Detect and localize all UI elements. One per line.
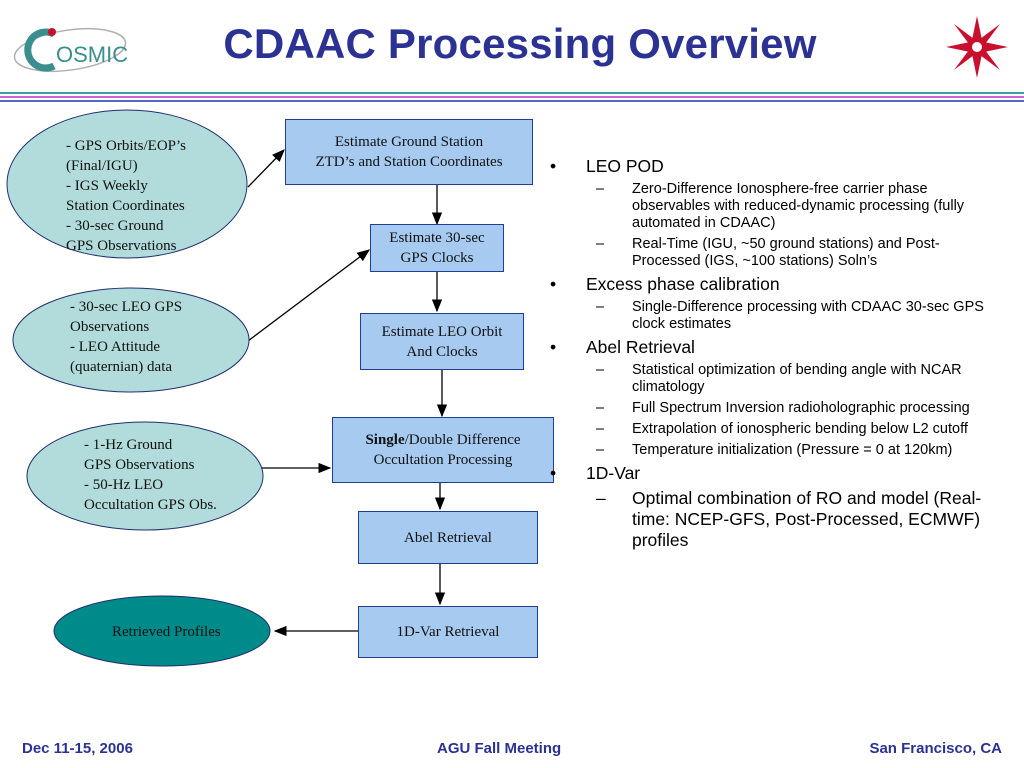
step-estimate-leo-orbit: Estimate LEO Orbit And Clocks <box>360 313 524 370</box>
oval-inputs-leo <box>12 287 250 393</box>
star-logo <box>944 14 1010 80</box>
oval2-line: (quaternian) data <box>70 359 173 375</box>
step1-line: Estimate Ground Station <box>334 134 484 150</box>
sub-bullet: – Full Spectrum Inversion radioholographi… <box>550 400 1005 417</box>
bullet-mark: • <box>550 463 557 483</box>
sub-bullet: – Statistical optimization of bending ang… <box>550 362 1005 396</box>
sub-bullet-text: Full Spectrum Inversion radioholographic… <box>632 400 970 416</box>
sub-bullet-mark: – <box>596 362 605 378</box>
oval3-line: - 1-Hz Ground <box>84 437 173 453</box>
header-rule-teal <box>0 92 1024 94</box>
footer-date: Dec 11-15, 2006 <box>22 740 133 757</box>
sub-bullet: – Single-Difference processing with CDAAC… <box>550 299 1005 333</box>
header-rule-pink <box>0 96 1024 98</box>
bullet-text: LEO POD <box>586 156 664 176</box>
oval1-line: GPS Observations <box>66 238 177 254</box>
step3-line: Estimate LEO Orbit <box>381 323 503 340</box>
oval-inputs-occultation <box>26 421 264 531</box>
oval1-line: - GPS Orbits/EOP’s <box>66 138 187 154</box>
sub-bullet-mark: – <box>596 236 605 252</box>
oval1-line: (Final/IGU) <box>66 158 138 174</box>
bullet-mark: • <box>550 337 557 357</box>
sub-bullet-mark: – <box>596 421 605 437</box>
sub-bullet-mark: – <box>596 299 605 315</box>
sub-bullet: – Optimal combination of RO and model (Re… <box>550 488 1005 551</box>
star-logo-graphic <box>946 16 1008 78</box>
oval3-line: - 50-Hz LEO <box>84 477 164 493</box>
arrow-oval1-step1 <box>247 149 285 188</box>
bullet-list: • LEO POD – Zero-Difference Ionosphere-fre… <box>550 156 1005 555</box>
oval-output <box>53 595 271 667</box>
sub-bullet-mark: – <box>596 181 605 197</box>
oval2-line: Observations <box>70 319 150 335</box>
cosmic-logo: OSMIC <box>8 18 138 82</box>
oval2-text: - 30-sec LEO GPS Observations - LEO Atti… <box>70 297 182 377</box>
bullet-1d-var: • 1D-Var <box>550 463 1005 483</box>
footer-location: San Francisco, CA <box>869 740 1002 757</box>
sub-bullet-text: Single-Difference processing with CDAAC … <box>632 299 984 332</box>
sub-bullet-text: Statistical optimization of bending angl… <box>632 362 962 395</box>
sub-bullet-text: Extrapolation of ionospheric bending bel… <box>632 421 968 437</box>
oval1-text: - GPS Orbits/EOP’s (Final/IGU) - IGS Wee… <box>66 136 186 256</box>
sub-bullet-mark: – <box>596 442 605 458</box>
bullet-text: 1D-Var <box>586 463 641 483</box>
bullet-excess-phase: • Excess phase calibration <box>550 274 1005 294</box>
sub-bullet-text: Temperature initialization (Pressure = 0… <box>632 442 953 458</box>
step6-label: 1D-Var Retrieval <box>396 624 500 640</box>
oval1-line: - IGS Weekly <box>66 178 148 194</box>
step5-label: Abel Retrieval <box>404 529 492 546</box>
step3-line: And Clocks <box>406 343 478 360</box>
oval3-line: Occultation GPS Obs. <box>84 497 217 513</box>
sub-bullet: – Zero-Difference Ionosphere-free carrier… <box>550 181 1005 232</box>
logo-text: OSMIC <box>56 42 128 67</box>
sub-bullet: – Real-Time (IGU, ~50 ground stations) an… <box>550 236 1005 270</box>
oval1-line: Station Coordinates <box>66 198 185 214</box>
sub-bullet: – Temperature initialization (Pressure = … <box>550 442 1005 459</box>
step-abel-retrieval: Abel Retrieval <box>358 511 538 564</box>
step-estimate-gps-clocks: Estimate 30-sec GPS Clocks <box>370 224 504 272</box>
page-title: CDAAC Processing Overview <box>223 20 817 67</box>
bullet-leo-pod: • LEO POD <box>550 156 1005 176</box>
sub-bullet-text: Zero-Difference Ionosphere-free carrier … <box>632 181 965 231</box>
output-oval-label: Retrieved Profiles <box>112 624 221 640</box>
oval1-line: - 30-sec Ground <box>66 218 164 234</box>
sub-bullet-text: Real-Time (IGU, ~50 ground stations) and… <box>632 236 940 269</box>
sub-bullet: – Extrapolation of ionospheric bending be… <box>550 421 1005 438</box>
bullet-mark: • <box>550 274 557 294</box>
step-occultation-processing: Single/Double Difference Occultation Pro… <box>332 417 554 483</box>
oval3-line: GPS Observations <box>84 457 195 473</box>
arrow-oval2-step2 <box>247 249 371 342</box>
oval2-line: - LEO Attitude <box>70 339 160 355</box>
bullet-abel-retrieval: • Abel Retrieval <box>550 337 1005 357</box>
step2-line: GPS Clocks <box>400 250 474 266</box>
sub-bullet-mark: – <box>596 488 606 508</box>
step2-line: Estimate 30-sec <box>389 230 485 246</box>
oval-inputs-ground <box>6 109 248 259</box>
step4-bold: Single <box>365 432 405 448</box>
step4-line2: Occultation Processing <box>373 452 513 468</box>
step-1dvar-retrieval: 1D-Var Retrieval <box>358 606 538 658</box>
footer-event: AGU Fall Meeting <box>437 740 562 757</box>
oval3-text: - 1-Hz Ground GPS Observations - 50-Hz L… <box>84 435 217 515</box>
cosmic-logo-graphic: OSMIC <box>13 27 128 73</box>
step1-line: ZTD’s and Station Coordinates <box>315 154 503 170</box>
bullet-text: Excess phase calibration <box>586 274 780 294</box>
sub-bullet-mark: – <box>596 400 605 416</box>
bullet-mark: • <box>550 156 557 176</box>
header-rule-blue <box>0 100 1024 102</box>
bullet-text: Abel Retrieval <box>586 337 695 357</box>
sub-bullet-text: Optimal combination of RO and model (Rea… <box>632 488 982 550</box>
step4-rest: /Double Difference <box>404 432 521 448</box>
oval2-line: - 30-sec LEO GPS <box>70 299 183 315</box>
step-estimate-ground-station: Estimate Ground Station ZTD’s and Statio… <box>285 119 533 185</box>
